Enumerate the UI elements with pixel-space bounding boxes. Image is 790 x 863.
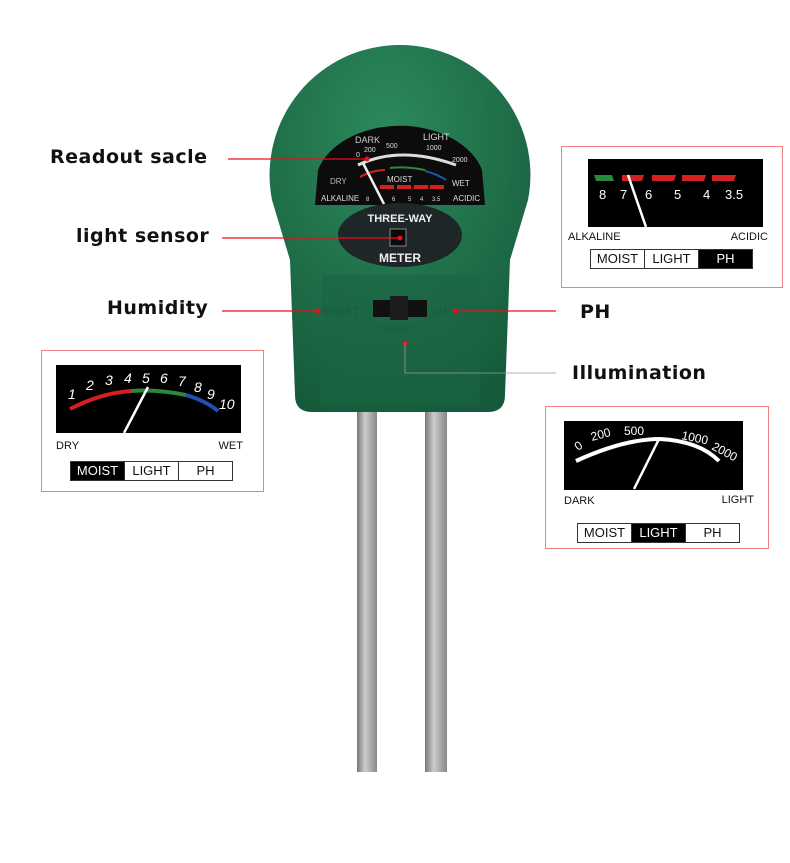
svg-text:1: 1 xyxy=(68,386,76,402)
moist-right-label: WET xyxy=(218,440,243,452)
svg-text:1000: 1000 xyxy=(426,145,442,152)
tab-moist: MOIST xyxy=(591,250,645,268)
svg-text:4: 4 xyxy=(420,197,424,203)
svg-text:9: 9 xyxy=(207,386,215,402)
svg-text:3.5: 3.5 xyxy=(725,187,743,202)
ph-needle xyxy=(626,174,648,227)
light-display: 0 200 500 1000 2000 xyxy=(564,421,743,490)
svg-text:3: 3 xyxy=(105,372,113,388)
tab-light: LIGHT xyxy=(632,524,686,542)
svg-text:8: 8 xyxy=(194,379,202,395)
svg-text:LIGHT: LIGHT xyxy=(380,323,413,335)
callout-humidity: Humidity xyxy=(107,297,209,319)
svg-text:8: 8 xyxy=(366,197,370,203)
tab-ph: PH xyxy=(196,463,215,478)
tab-moist: MOIST xyxy=(578,524,632,542)
callout-light-sensor: light sensor xyxy=(76,225,210,247)
light-needle xyxy=(632,438,661,490)
moist-needle xyxy=(122,386,150,433)
tab-moist: MOIST xyxy=(71,462,125,480)
svg-text:7: 7 xyxy=(178,373,187,389)
svg-text:3.5: 3.5 xyxy=(432,197,441,203)
tab-light: LIGHT xyxy=(645,250,699,268)
callout-ph: PH xyxy=(580,301,611,323)
svg-text:5: 5 xyxy=(408,197,412,203)
callout-readout-scale: Readout sacle xyxy=(50,146,208,168)
ph-right-label: ACIDIC xyxy=(730,231,768,243)
ph-left-label: ALKALINE xyxy=(568,231,621,243)
svg-text:6: 6 xyxy=(392,197,396,203)
svg-text:DARK: DARK xyxy=(355,135,380,145)
svg-text:6: 6 xyxy=(645,187,652,202)
light-left-label: DARK xyxy=(564,495,595,507)
svg-text:DRY: DRY xyxy=(330,177,347,186)
probe-right xyxy=(425,405,447,772)
svg-text:7: 7 xyxy=(620,187,627,202)
svg-text:6: 6 xyxy=(160,370,168,386)
light-inset: 0 200 500 1000 2000 DARK LIGHT MOIST LIG… xyxy=(545,406,769,549)
ph-mode-tabs: MOIST LIGHT PH xyxy=(590,249,753,269)
svg-text:0: 0 xyxy=(356,152,360,159)
svg-text:4: 4 xyxy=(124,370,132,386)
svg-text:500: 500 xyxy=(624,424,644,438)
svg-text:200: 200 xyxy=(589,425,612,444)
moist-left-label: DRY xyxy=(56,440,80,452)
tab-ph: PH xyxy=(703,525,722,540)
probe-left xyxy=(357,405,377,772)
dial-needle xyxy=(361,162,386,205)
tab-ph: PH xyxy=(699,250,752,268)
svg-text:METER: METER xyxy=(379,251,421,265)
moist-mode-tabs: MOIST LIGHT PH xyxy=(70,461,233,481)
svg-text:WET: WET xyxy=(452,179,470,188)
svg-text:10: 10 xyxy=(219,396,235,412)
svg-text:500: 500 xyxy=(386,143,398,150)
light-right-label: LIGHT xyxy=(721,494,754,506)
svg-text:pH: pH xyxy=(431,304,447,318)
svg-text:2: 2 xyxy=(85,377,94,393)
svg-text:5: 5 xyxy=(142,370,150,386)
svg-text:5: 5 xyxy=(674,187,681,202)
svg-text:200: 200 xyxy=(364,147,376,154)
callout-illumination: Illumination xyxy=(572,362,707,384)
svg-text:ALKALINE: ALKALINE xyxy=(321,194,359,203)
svg-text:MOIST: MOIST xyxy=(322,304,361,318)
tab-light: LIGHT xyxy=(125,462,179,480)
svg-text:2000: 2000 xyxy=(452,157,468,164)
light-mode-tabs: MOIST LIGHT PH xyxy=(577,523,740,543)
svg-text:1000: 1000 xyxy=(680,428,709,447)
svg-text:4: 4 xyxy=(703,187,710,202)
svg-text:ACIDIC: ACIDIC xyxy=(453,194,480,203)
svg-text:8: 8 xyxy=(599,187,606,202)
svg-text:MOIST: MOIST xyxy=(387,175,412,184)
svg-text:THREE-WAY: THREE-WAY xyxy=(368,213,434,225)
svg-text:LIGHT: LIGHT xyxy=(423,132,450,142)
